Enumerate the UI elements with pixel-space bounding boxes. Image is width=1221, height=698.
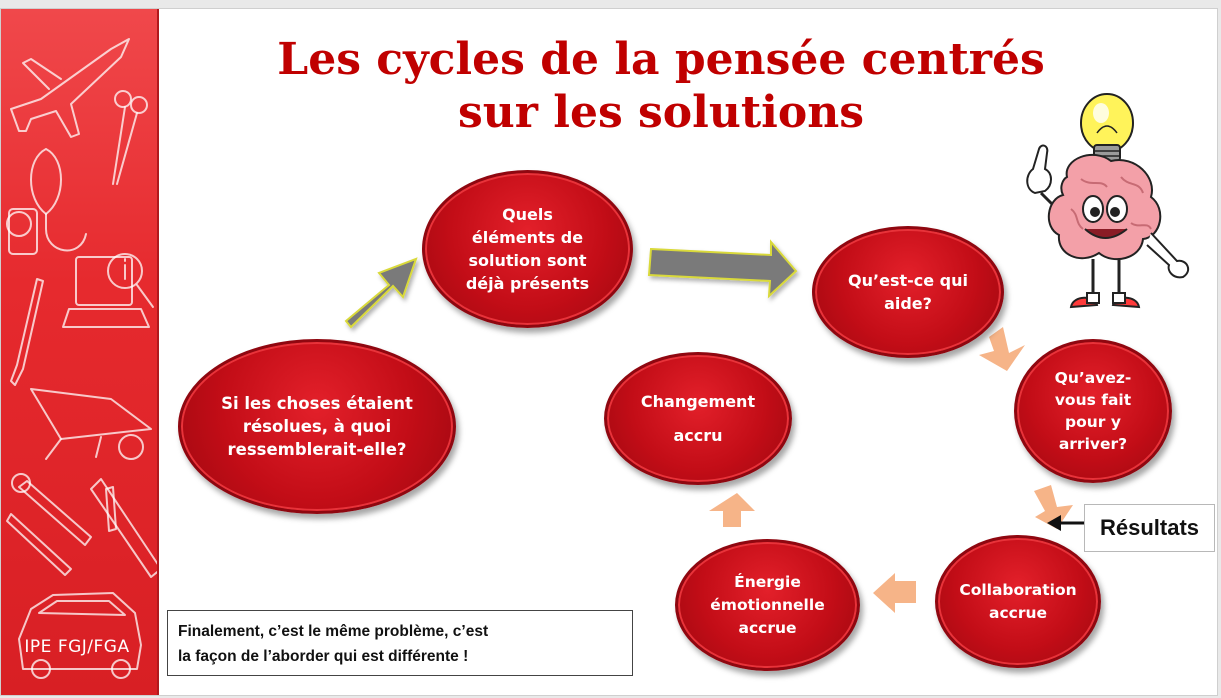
node-emotional-energy: Énergie émotionnelle accrue (675, 539, 860, 671)
node-imagine-solution: Si les choses étaient résolues, à quoi r… (178, 339, 456, 514)
conclusion-note: Finalement, c’est le même problème, c’es… (167, 610, 633, 676)
car-icon (18, 592, 142, 679)
arrow-imagine-to-present (344, 257, 418, 329)
laptop-icon (62, 256, 150, 328)
node-change: Changement accru (604, 352, 792, 485)
tools-icon (6, 473, 157, 578)
wrench-icon (10, 278, 44, 386)
sidebar-label: IPE FGJ/FGA (24, 637, 130, 657)
lightbulb-icon (1080, 93, 1134, 162)
arrow-how-to-collab (1034, 485, 1073, 529)
stethoscope-icon (6, 148, 87, 255)
info-icon (107, 253, 154, 308)
diagram-arrows (344, 93, 1190, 613)
scissors-icon (112, 90, 148, 185)
airplane-icon (10, 38, 130, 138)
peach-arrows (709, 327, 1073, 613)
node-collaboration: Collaboration accrue (935, 535, 1101, 668)
node-how-did-you-do: Qu’avez- vous fait pour y arriver? (1014, 339, 1172, 483)
sidebar: IPE FGJ/FGA (1, 9, 159, 695)
brain-mascot-icon (1026, 144, 1190, 309)
slide: IPE FGJ/FGA Les cycles de la pensée cent… (0, 8, 1218, 696)
results-label: Résultats (1084, 504, 1215, 552)
page-title: Les cycles de la pensée centrés sur les … (277, 34, 1045, 138)
arrow-energy-to-change (709, 493, 755, 527)
node-what-helps: Qu’est-ce qui aide? (812, 226, 1004, 358)
arrow-helps-to-how (979, 327, 1025, 371)
arrow-collab-to-energy (873, 573, 916, 613)
wheelbarrow-icon (30, 388, 152, 460)
sidebar-decoration (6, 38, 157, 679)
results-arrow (1047, 515, 1084, 531)
arrow-present-to-helps (647, 239, 798, 299)
node-existing-solutions: Quels éléments de solution sont déjà pré… (422, 170, 633, 328)
